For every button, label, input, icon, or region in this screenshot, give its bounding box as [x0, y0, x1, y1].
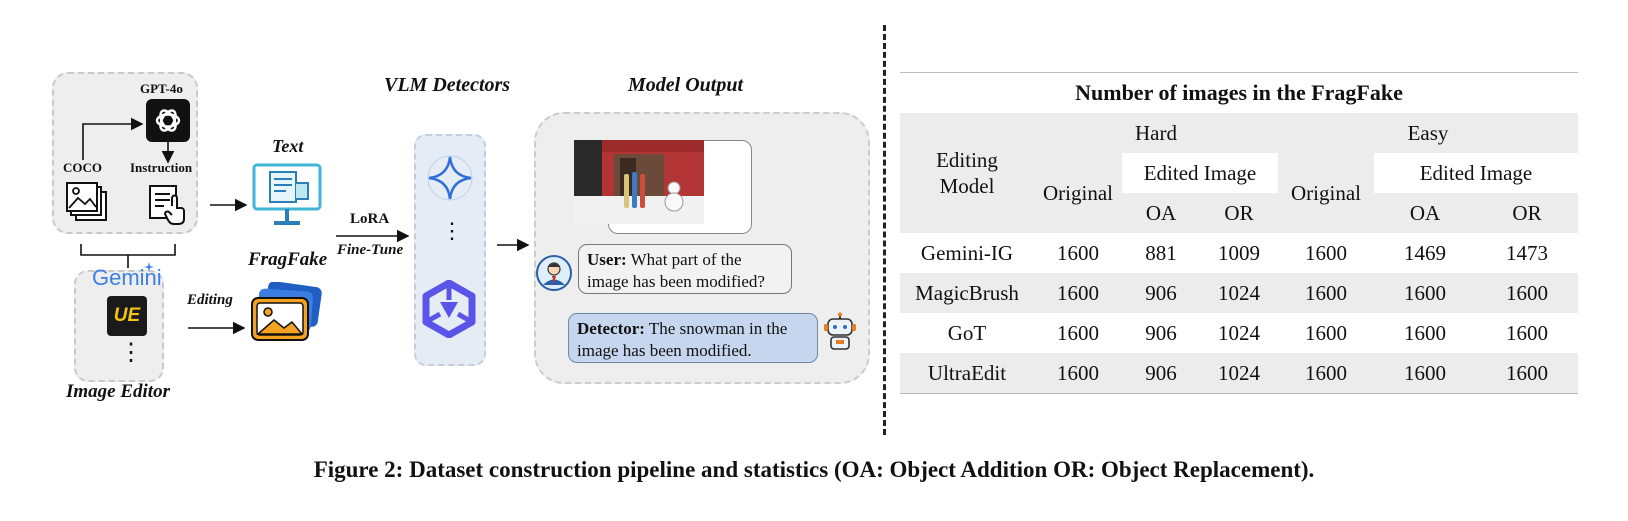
header-easy-edited: Edited Image: [1419, 160, 1533, 185]
ue-logo: UE: [107, 296, 147, 336]
header-hard-oa: OA: [1122, 193, 1200, 233]
figure-caption: Figure 2: Dataset construction pipeline …: [313, 457, 1315, 482]
row-easy-original: 1600: [1305, 320, 1347, 345]
table-title: Number of images in the FragFake: [900, 72, 1578, 113]
text-label: Text: [272, 136, 304, 156]
snowman-photo: [574, 140, 704, 224]
detector-answer-text: The snowman in the image has been modifi…: [577, 319, 788, 360]
qwen-logo-icon: [422, 280, 476, 338]
table-row: MagicBrush 1600 906 1024 1600 1600 1600: [900, 273, 1578, 313]
row-easy-oa: 1600: [1404, 320, 1446, 345]
row-easy-original: 1600: [1278, 353, 1374, 394]
header-easy-oa: OA: [1374, 193, 1476, 233]
fragfake-label: FragFake: [248, 249, 328, 270]
row-hard-or: 1009: [1218, 240, 1260, 265]
row-easy-or: 1473: [1506, 240, 1548, 265]
lora-label: LoRA: [350, 211, 390, 227]
row-hard-oa: 881: [1145, 240, 1177, 265]
header-hard: Hard: [1034, 113, 1278, 153]
header-easy-or: OR: [1476, 193, 1578, 233]
vlm-detectors-panel: [414, 134, 486, 366]
editing-label: Editing: [187, 292, 233, 308]
row-hard-or: 1024: [1200, 353, 1278, 394]
header-easy: Easy: [1278, 113, 1578, 153]
stats-grid: Editing Model Hard Easy Original Edited …: [900, 113, 1578, 394]
pipeline-arrows: [80, 117, 530, 335]
openai-icon: [146, 99, 190, 142]
row-hard-oa: 906: [1122, 353, 1200, 394]
header-editing-model: Editing Model: [900, 113, 1034, 233]
row-easy-or: 1600: [1506, 280, 1548, 305]
fragfake-images-icon: [251, 282, 322, 341]
header-hard-original: Original: [1034, 153, 1122, 233]
gemini-star-icon: [427, 155, 473, 201]
monitor-text-icon: [252, 163, 322, 225]
row-model: MagicBrush: [915, 280, 1019, 305]
table-row: Gemini-IG 1600 881 1009 1600 1469 1473: [900, 233, 1578, 273]
document-pointer-icon: [149, 185, 185, 225]
row-easy-or: 1600: [1476, 353, 1578, 394]
row-hard-original: 1600: [1057, 280, 1099, 305]
section-divider: [883, 25, 886, 435]
robot-icon: [824, 312, 856, 350]
row-hard-original: 1600: [1034, 353, 1122, 394]
user-avatar-icon: [536, 255, 572, 291]
coco-label: COCO: [63, 160, 102, 175]
gemini-logo: Gemini: [92, 265, 162, 290]
header-easy-original: Original: [1278, 153, 1374, 233]
header-hard-or: OR: [1200, 193, 1278, 233]
gpt-label: GPT-4o: [140, 81, 183, 96]
vlm-ellipsis: ⋮: [441, 218, 463, 243]
row-hard-or: 1024: [1218, 280, 1260, 305]
row-hard-original: 1600: [1057, 240, 1099, 265]
table-row: GoT 1600 906 1024 1600 1600 1600: [900, 313, 1578, 353]
editor-ellipsis: ⋮: [119, 340, 143, 366]
row-hard-or: 1024: [1218, 320, 1260, 345]
vlm-detectors-label: VLM Detectors: [384, 74, 511, 96]
row-model: UltraEdit: [900, 353, 1034, 394]
header-hard-edited: Edited Image: [1143, 160, 1257, 185]
detector-prefix: Detector:: [577, 319, 645, 338]
sparkle-icon: [144, 262, 154, 272]
row-easy-oa: 1600: [1404, 280, 1446, 305]
row-model: GoT: [947, 320, 987, 345]
image-stack-icon: [66, 182, 107, 221]
instruction-label: Instruction: [130, 160, 193, 175]
row-hard-original: 1600: [1057, 320, 1099, 345]
ue-logo-text: UE: [113, 305, 141, 326]
row-easy-oa: 1600: [1374, 353, 1476, 394]
row-easy-original: 1600: [1305, 280, 1347, 305]
model-output-label: Model Output: [628, 74, 744, 96]
image-editor-label: Image Editor: [66, 381, 170, 402]
user-question-text: What part of the image has been modified…: [587, 250, 765, 291]
row-easy-original: 1600: [1305, 240, 1347, 265]
table-row: UltraEdit 1600 906 1024 1600 1600 1600: [900, 353, 1578, 394]
detector-answer-bubble: Detector: The snowman in the image has b…: [568, 313, 818, 363]
user-question-bubble: User: What part of the image has been mo…: [578, 244, 792, 294]
finetune-label: Fine-Tune: [337, 242, 404, 258]
stats-table: Number of images in the FragFake Editing…: [900, 72, 1578, 394]
row-easy-or: 1600: [1506, 320, 1548, 345]
row-hard-oa: 906: [1145, 320, 1177, 345]
row-easy-oa: 1469: [1404, 240, 1446, 265]
user-prefix: User:: [587, 250, 627, 269]
row-hard-oa: 906: [1145, 280, 1177, 305]
row-model: Gemini-IG: [920, 240, 1014, 265]
